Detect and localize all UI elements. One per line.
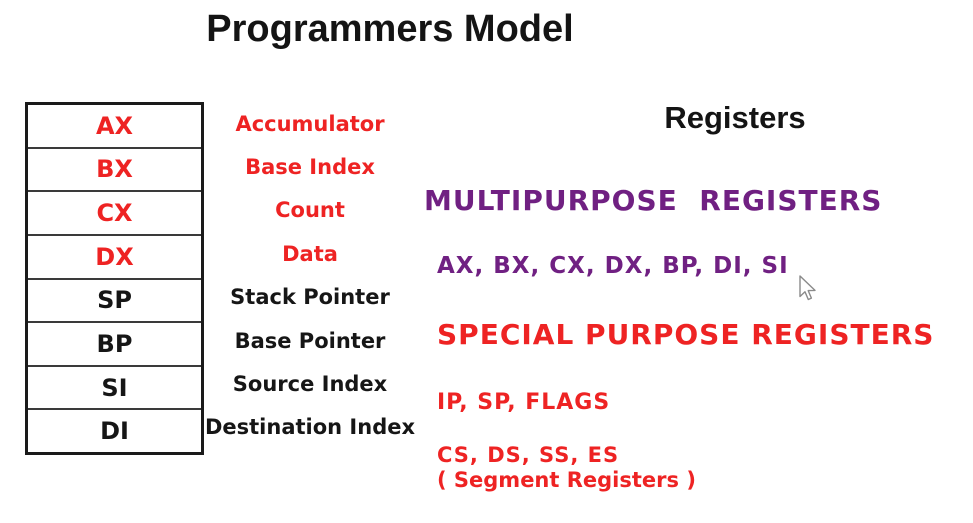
register-table: AX BX CX DX SP BP SI DI	[25, 102, 204, 455]
register-label-data: Data	[282, 241, 338, 266]
register-label-column: Accumulator Base Index Count Data Stack …	[200, 102, 420, 449]
segment-registers-caption: ( Segment Registers )	[437, 468, 696, 492]
register-cell-di: DI	[28, 408, 201, 452]
register-cell-dx: DX	[28, 233, 201, 278]
segment-registers-list: CS, DS, SS, ES	[437, 443, 620, 467]
register-label-base-index: Base Index	[245, 155, 375, 180]
register-cell-ax: AX	[95, 111, 134, 140]
register-cell-cx: CX	[28, 190, 201, 234]
special-purpose-registers-heading: SPECIAL PURPOSE REGISTERS	[437, 318, 935, 351]
multipurpose-registers-list: AX, BX, CX, DX, BP, DI, SI	[437, 253, 789, 279]
register-cell-sp: SP	[28, 277, 201, 322]
register-label-count: Count	[275, 198, 345, 223]
page-title: Programmers Model	[206, 8, 574, 50]
register-label-source-index: Source Index	[232, 371, 388, 396]
register-label-destination-index: Destination Index	[204, 415, 416, 440]
mouse-cursor-icon	[799, 275, 816, 301]
register-label-base-pointer: Base Pointer	[234, 328, 386, 353]
register-label-stack-pointer: Stack Pointer	[230, 285, 390, 310]
register-label-accumulator: Accumulator	[235, 111, 385, 136]
registers-heading: Registers	[664, 100, 806, 135]
register-cell-si: SI	[28, 364, 201, 409]
register-cell-bx: BX	[28, 146, 201, 191]
special-purpose-registers-list: IP, SP, FLAGS	[437, 390, 611, 415]
multipurpose-registers-heading: MULTIPURPOSE REGISTERS	[424, 184, 883, 217]
register-cell-bp: BP	[28, 321, 201, 365]
